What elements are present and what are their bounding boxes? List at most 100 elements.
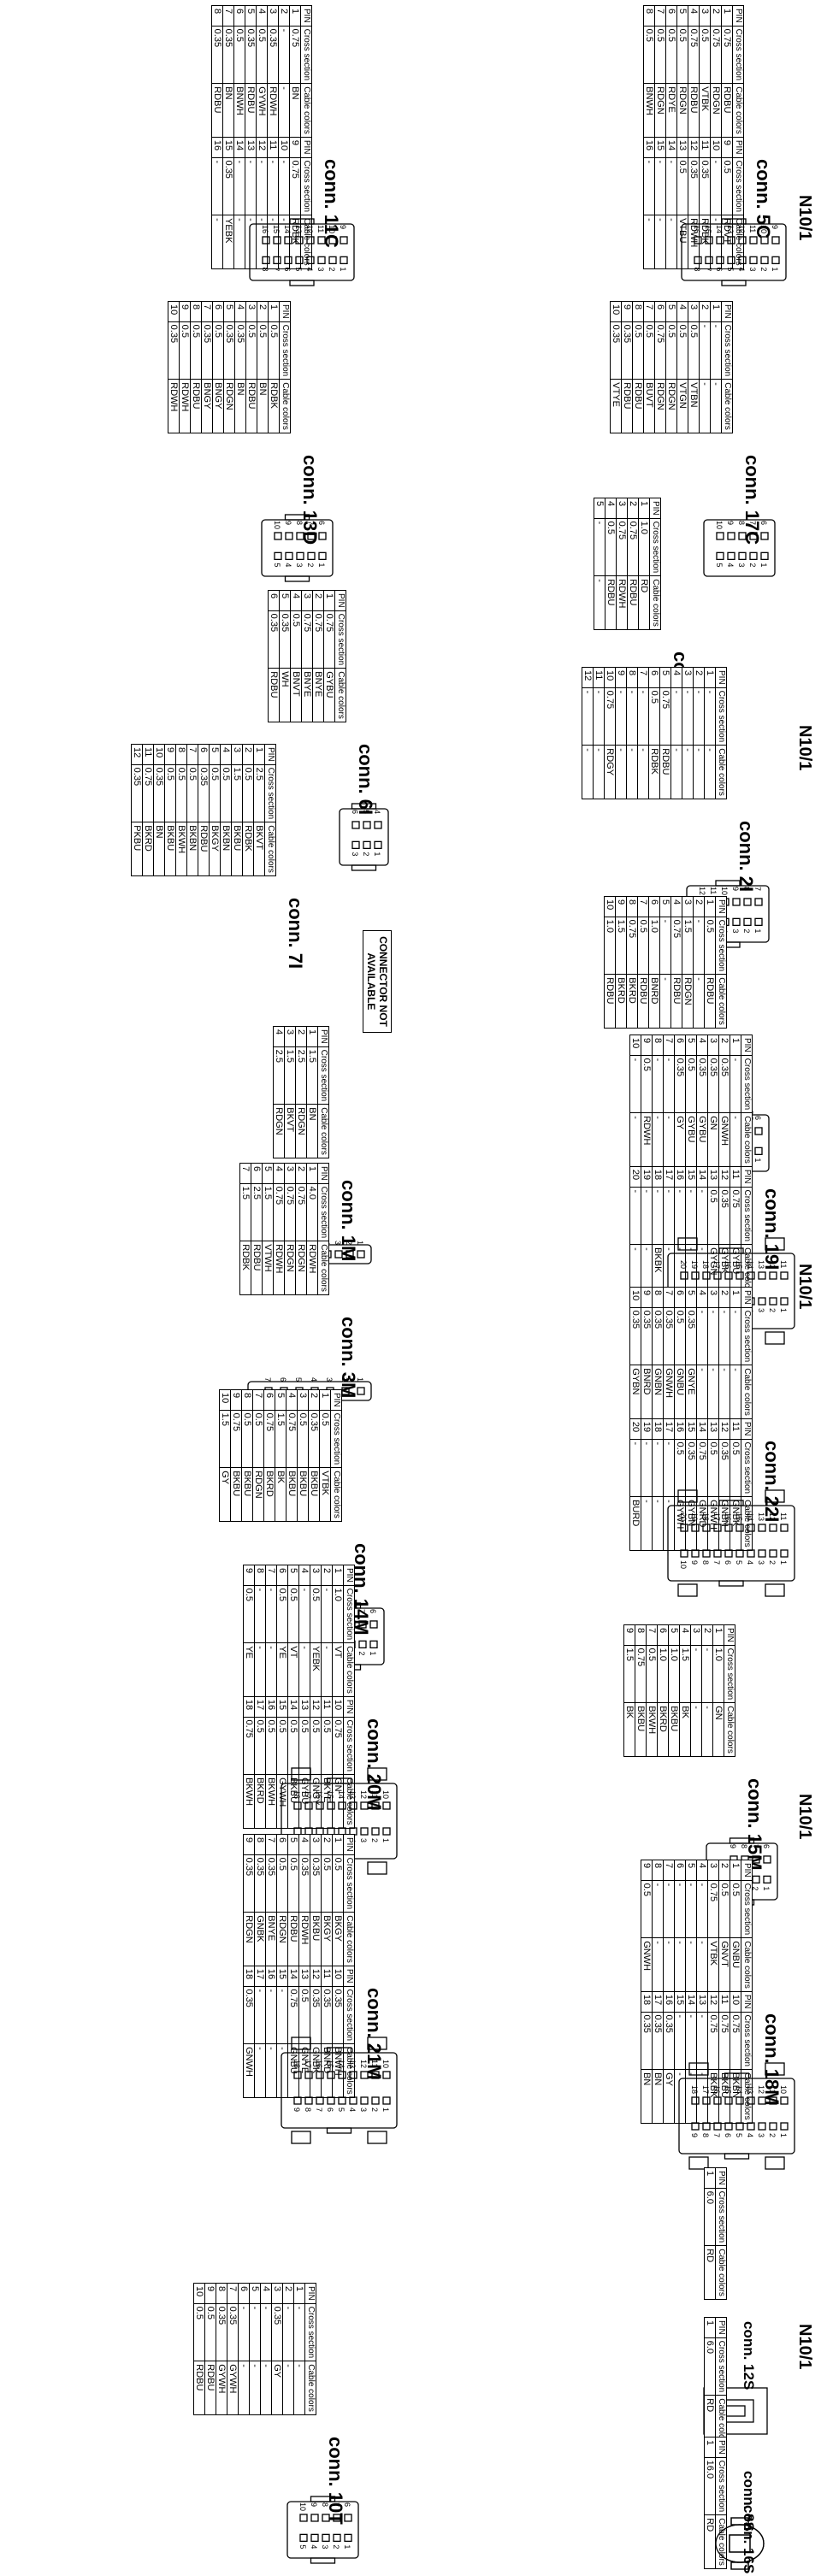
svg-text:1: 1 [771,267,779,271]
table-cell: - [685,1937,697,1992]
svg-text:12: 12 [768,1512,777,1521]
table-cell: 4 [298,1565,310,1586]
svg-text:19: 19 [690,1260,699,1269]
table-cell: 18 [243,1966,255,1987]
table-cell: - [629,1187,641,1245]
table-cell: 2 [718,1287,730,1308]
svg-text:5: 5 [735,2133,743,2137]
svg-text:17: 17 [701,2085,710,2094]
svg-text:13: 13 [348,2060,357,2068]
connector-drawing-wrapper [701,2514,774,2573]
table-cell: - [278,26,290,84]
table-header-pin: PIN [732,137,744,158]
svg-text:11: 11 [370,1790,379,1798]
table-cell: 14 [665,137,677,158]
svg-text:4: 4 [310,1377,318,1382]
table-cell: 12 [256,137,268,158]
table-cell: 0.5 [721,157,733,215]
table-cell: 10 [730,1991,741,2013]
table-cell: 0.35 [641,2012,653,2070]
table-cell: 5 [685,1287,697,1308]
table-cell: 0.5 [252,1410,264,1468]
table-cell: - [267,157,279,215]
table-cell: - [663,1055,675,1113]
table-header-pin: PIN [343,1834,355,1855]
table-cell: - [663,1880,675,1938]
table-cell: GNBU [674,1365,686,1419]
table-header-pin: PIN [721,301,733,322]
table-cell: GYBU [323,668,335,722]
table-cell: 0.5 [704,917,716,975]
table-cell: - [254,2043,266,2098]
svg-text:14: 14 [746,1512,754,1521]
table-cell: - [674,1187,686,1245]
svg-text:8: 8 [740,1844,748,1848]
table-cell: BKBU [668,1702,680,1757]
table-cell: 5 [594,498,605,519]
svg-text:7: 7 [712,1560,721,1565]
table-cell: 0.35 [227,2303,239,2361]
table-cell: 1 [710,301,722,322]
table-cell: 2 [710,5,722,27]
table-cell: 3 [245,301,257,322]
table-header-cable: Cable colors [741,1112,753,1167]
table-cell: 0.5 [665,26,677,84]
table-cell: 6.0 [704,2188,716,2246]
table-row: 10--20-- [629,1035,641,1299]
svg-text:15: 15 [735,1512,743,1521]
svg-text:10: 10 [779,2085,788,2094]
table-cell: 16 [663,1991,675,2013]
table-cell: 17 [254,1696,266,1718]
table-cell: 0.5 [276,1854,288,1913]
table-cell: 6 [674,1860,686,1881]
table-header-cross: Cross section [741,1439,753,1497]
table-cell: 16 [211,137,223,158]
table-cell: RDWH [168,379,180,433]
table-cell: - [652,1112,664,1167]
table-cell: 12 [707,1991,719,2013]
table-cell: 0.75 [730,2012,741,2070]
table-header-pin: PIN [715,2167,727,2189]
table-cell: 14 [696,1166,708,1188]
table-cell: 1 [704,896,716,917]
table-cell: BKRD [263,1467,275,1522]
table-cell: - [629,1112,641,1167]
table-cell: 1 [721,5,733,27]
table-cell: 4 [679,1624,691,1646]
svg-text:6: 6 [317,521,326,525]
svg-text:10: 10 [720,887,729,895]
table-row: 2-- [699,301,711,433]
table-cell: 0.35 [201,321,213,380]
svg-text:2: 2 [370,1838,379,1842]
table-cell: - [696,1937,708,1992]
table-cell: RDGN [682,974,694,1029]
table-cell: 16 [674,1418,686,1440]
table-cell: - [674,1937,686,1992]
table-row: 9-- [615,667,627,799]
table-cell: 0.75 [688,26,700,84]
svg-text:7: 7 [753,887,762,891]
table-cell: 3 [707,1035,719,1056]
table-cell: BK [679,1702,691,1757]
table-cell: BN [289,83,301,138]
svg-text:2: 2 [362,852,370,856]
table-cell: RDBU [251,1241,263,1295]
table-cell: - [249,2303,261,2361]
table-cell: 18 [641,1991,653,2013]
table-cell: 9 [204,2283,216,2304]
table-cell: - [693,687,705,746]
svg-text:18: 18 [292,2060,301,2068]
